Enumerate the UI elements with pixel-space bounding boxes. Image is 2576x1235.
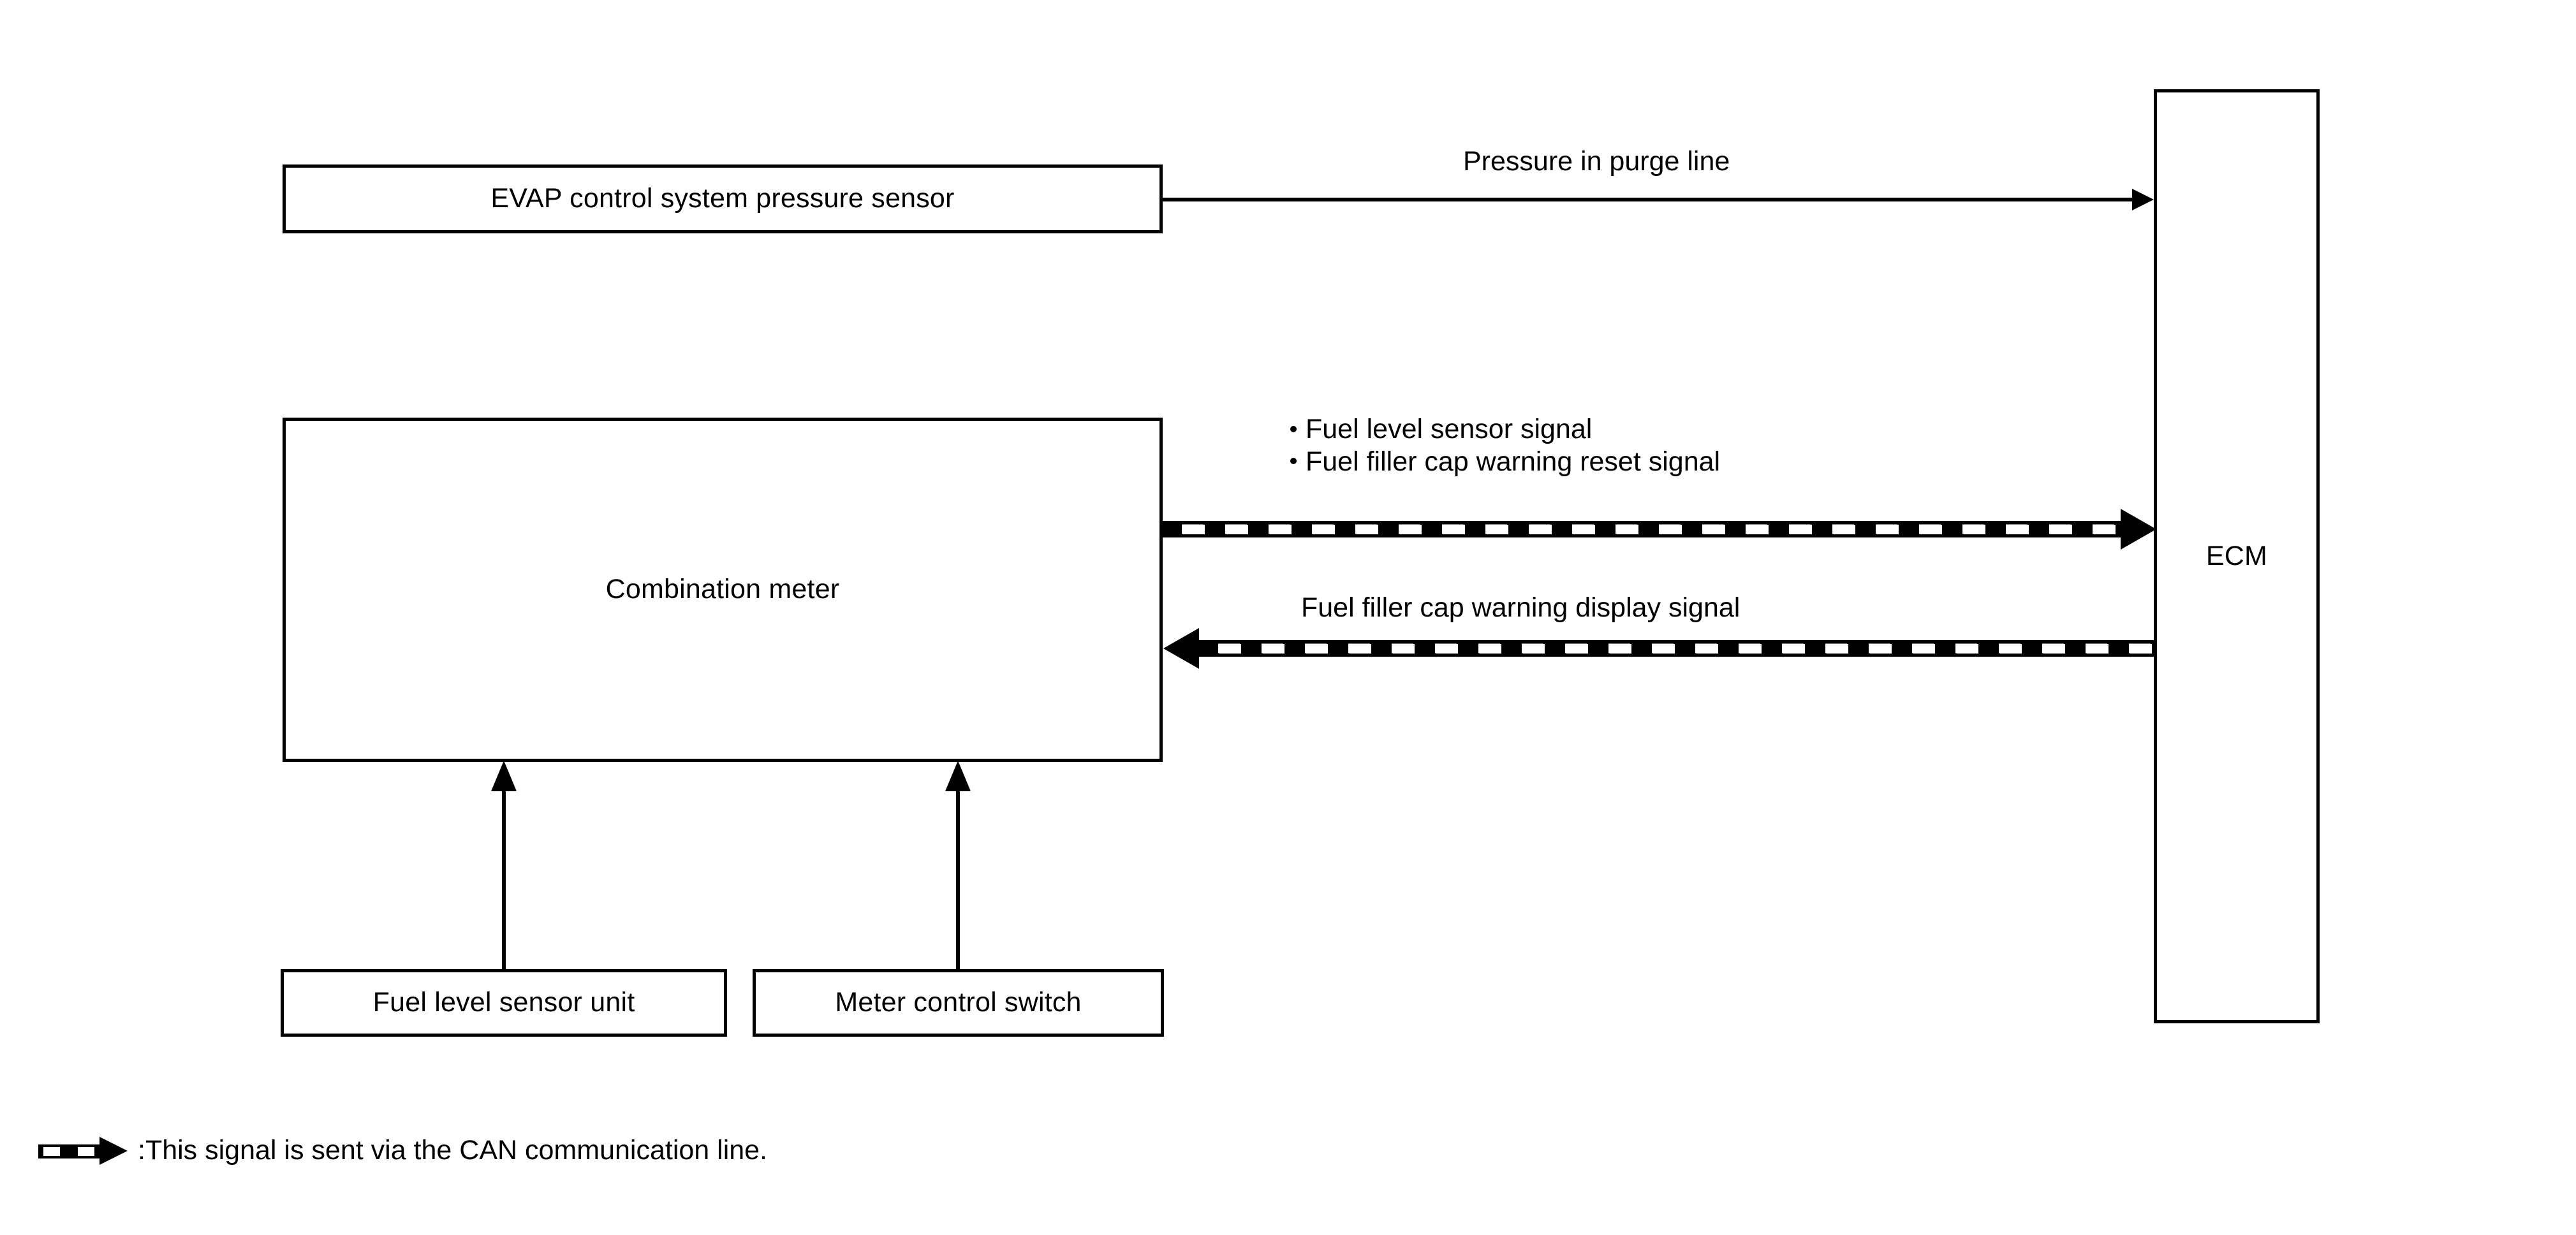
signal-text-fuel-filler-cap-warning-reset-signal: Fuel filler cap warning reset signal: [1306, 446, 1721, 477]
node-fuel-level-sensor-unit[interactable]: Fuel level sensor unit: [281, 969, 727, 1037]
connector-pressure-in-purge-line: [1163, 198, 2141, 201]
arrow-right-icon-can-forward: [2121, 509, 2156, 550]
arrow-right-icon-pressure: [2132, 189, 2154, 210]
bullet-dot-icon: [1290, 458, 1297, 465]
can-arrow-icon-head: [99, 1136, 128, 1165]
signal-label-fuel-filler-cap-warning-reset-signal: Fuel filler cap warning reset signal: [1290, 446, 1720, 478]
arrow-up-icon-meter-control-switch: [945, 761, 971, 791]
connector-meter-control-switch-to-meter: [956, 784, 960, 970]
node-label-evap-sensor: EVAP control system pressure sensor: [490, 183, 955, 214]
signal-label-fuel-filler-cap-warning-display-signal: Fuel filler cap warning display signal: [1301, 592, 1741, 623]
arrow-left-icon-can-return: [1163, 628, 1199, 669]
node-evap-control-system-pressure-sensor[interactable]: EVAP control system pressure sensor: [283, 164, 1163, 233]
signal-text-fuel-level-sensor-signal: Fuel level sensor signal: [1306, 414, 1593, 444]
can-arrow-icon: [38, 1136, 134, 1165]
connector-can-meter-to-ecm: [1163, 521, 2132, 537]
legend: :This signal is sent via the CAN communi…: [38, 1135, 767, 1166]
arrow-up-icon-fuel-level-sensor-unit: [491, 761, 517, 791]
node-label-ecm: ECM: [2205, 540, 2268, 571]
node-combination-meter[interactable]: Combination meter: [283, 418, 1163, 762]
signal-label-group-meter-to-ecm: Fuel level sensor signal Fuel filler cap…: [1290, 413, 1720, 478]
legend-text: :This signal is sent via the CAN communi…: [138, 1135, 768, 1166]
signal-label-pressure-in-purge-line: Pressure in purge line: [1463, 146, 1730, 177]
signal-label-fuel-level-sensor-signal: Fuel level sensor signal: [1290, 413, 1720, 446]
node-ecm[interactable]: ECM: [2154, 89, 2320, 1023]
bullet-dot-icon: [1290, 425, 1297, 432]
node-meter-control-switch[interactable]: Meter control switch: [753, 969, 1164, 1037]
node-label-combination-meter: Combination meter: [605, 574, 840, 605]
node-label-meter-control-switch: Meter control switch: [835, 987, 1082, 1018]
connector-fuel-level-sensor-unit-to-meter: [502, 784, 506, 970]
node-label-fuel-level-sensor-unit: Fuel level sensor unit: [372, 987, 635, 1018]
connector-can-ecm-to-meter: [1199, 640, 2154, 657]
can-arrow-icon-bar: [38, 1144, 102, 1158]
